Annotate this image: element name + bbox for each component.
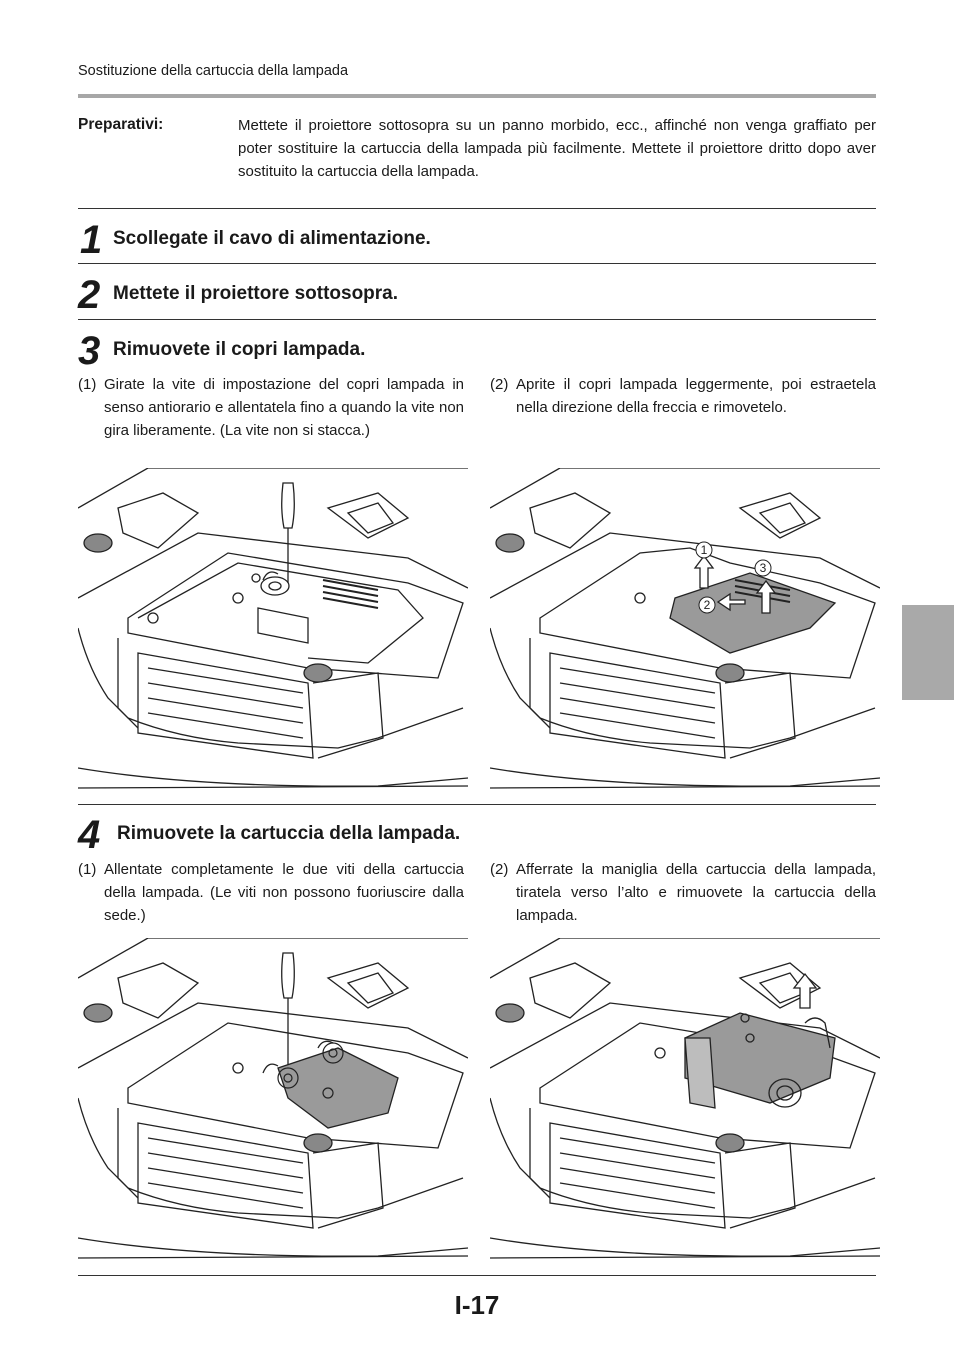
step-4-title: Rimuovete la cartuccia della lampada. xyxy=(117,823,461,844)
callout-3: 3 xyxy=(760,561,767,575)
footer-rule xyxy=(78,1275,876,1276)
step-3-substep-2: (2) Aprite il copri lampada leggermente,… xyxy=(490,373,876,419)
page-number: I-17 xyxy=(454,1290,500,1320)
preparativi-label: Preparativi: xyxy=(78,116,164,133)
substep-text: Afferrate la maniglia della cartuccia de… xyxy=(516,861,876,924)
callout-2: 2 xyxy=(704,598,711,612)
step-1-number: 1 xyxy=(80,218,102,262)
step-4-substep-2: (2) Afferrate la maniglia della cartucci… xyxy=(490,858,876,927)
step-3-substep-1: (1) Girate la vite di impostazione del c… xyxy=(78,373,464,442)
step-4-substep-1: (1) Allentate completamente le due viti … xyxy=(78,858,464,927)
header-rule xyxy=(78,94,876,98)
step-divider xyxy=(78,208,876,209)
step-4-illustration-2 xyxy=(490,938,880,1259)
preparativi-text: Mettete il proiettore sottosopra su un p… xyxy=(238,117,876,180)
step-3-title: Rimuovete il copri lampada. xyxy=(113,339,366,360)
substep-number: (1) xyxy=(78,861,97,878)
callout-1: 1 xyxy=(701,543,708,557)
step-divider xyxy=(78,263,876,264)
substep-text: Girate la vite di impostazione del copri… xyxy=(104,376,464,439)
substep-number: (2) xyxy=(490,861,509,878)
substep-text: Allentate completamente le due viti dell… xyxy=(104,861,464,924)
substep-number: (1) xyxy=(78,376,97,393)
substep-text: Aprite il copri lampada leggermente, poi… xyxy=(516,376,876,416)
step-4-illustration-1 xyxy=(78,938,468,1259)
step-2-title: Mettete il proiettore sottosopra. xyxy=(113,283,399,304)
step-1-title: Scollegate il cavo di alimentazione. xyxy=(113,228,431,249)
step-3-illustration-2: 1 2 3 xyxy=(490,468,880,789)
section-tab xyxy=(902,605,954,700)
step-4-number: 4 xyxy=(78,813,100,857)
step-3-number: 3 xyxy=(78,329,100,373)
substep-number: (2) xyxy=(490,376,509,393)
step-divider xyxy=(78,804,876,805)
running-header: Sostituzione della cartuccia della lampa… xyxy=(78,63,349,79)
step-2-number: 2 xyxy=(78,273,100,317)
step-3-illustration-1 xyxy=(78,468,468,789)
step-divider xyxy=(78,319,876,320)
